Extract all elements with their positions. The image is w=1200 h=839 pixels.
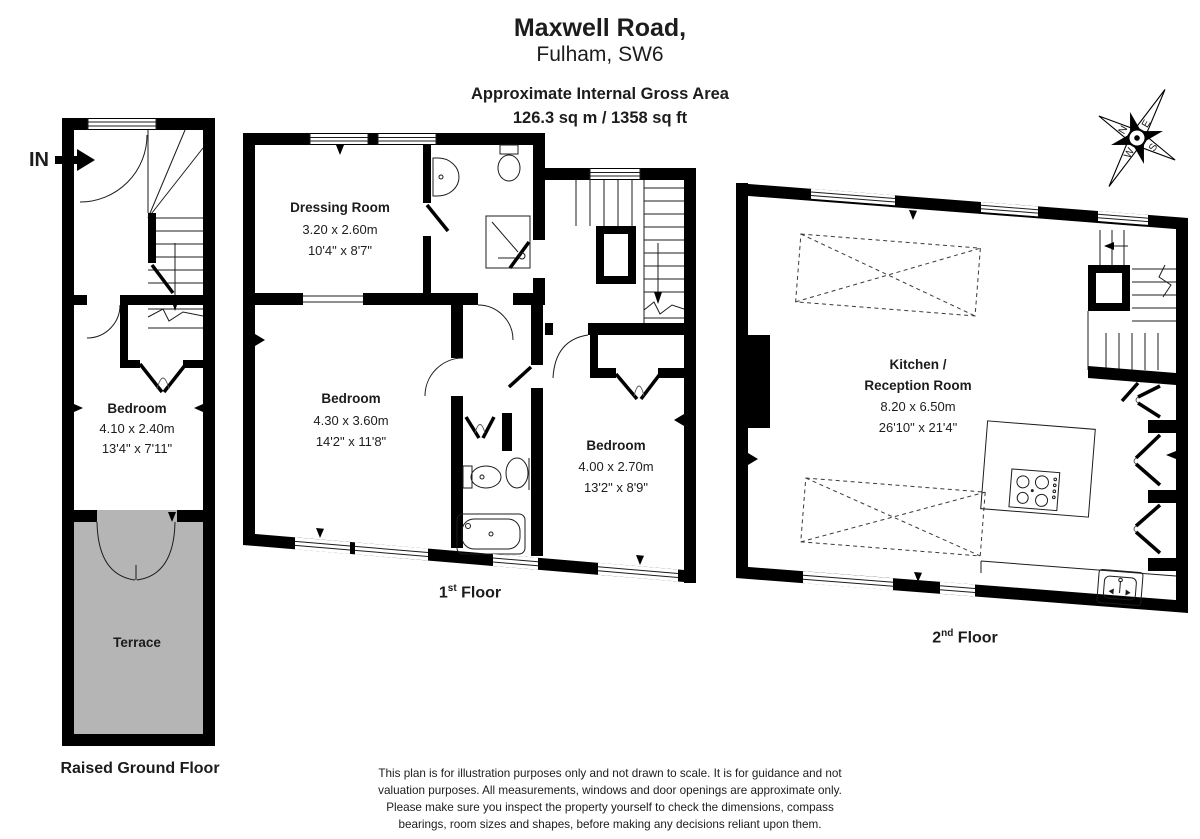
room-name: Bedroom — [321, 391, 380, 406]
bathtub-icon — [456, 513, 526, 555]
entrance-label: IN — [29, 149, 49, 171]
disclaimer-line: This plan is for illustration purposes o… — [378, 767, 842, 780]
entrance-arrow-icon — [55, 149, 95, 171]
raised-ground-floor-plan: Bedroom 4.10 x 2.40m 13'4" x 7'11" Terra… — [29, 118, 215, 746]
terrace-door — [96, 521, 136, 581]
disclaimer-line: bearings, room sizes and shapes, before … — [398, 818, 822, 831]
property-title: Maxwell Road, — [513, 14, 687, 42]
dashed-void-bottom — [800, 477, 986, 557]
room-name-line1: Kitchen / — [889, 357, 946, 372]
room-name: Dressing Room — [290, 200, 390, 215]
room-dim-imperial: 14'2" x 11'8" — [316, 434, 387, 449]
toilet-icon — [499, 144, 519, 155]
bedroom-door — [86, 304, 121, 339]
property-subtitle: Fulham, SW6 — [536, 43, 664, 66]
floor-label-raised-ground: Raised Ground Floor — [60, 760, 220, 777]
floor-number: 2 — [932, 629, 942, 647]
area-heading: Approximate Internal Gross Area — [471, 85, 729, 103]
room-dim-imperial: 13'4" x 7'11" — [102, 441, 173, 456]
floor-ordinal: st — [447, 583, 457, 594]
disclaimer-line: valuation purposes. All measurements, wi… — [378, 784, 842, 797]
room-name: Terrace — [113, 635, 161, 650]
floor-label-second: 2nd Floor — [845, 628, 1085, 647]
room-name: Bedroom — [586, 438, 645, 453]
kitchen-sink-icon — [1096, 569, 1144, 606]
terrace-area — [74, 512, 203, 734]
entry-door — [79, 134, 148, 203]
sink-icon — [505, 457, 529, 489]
room-dim-metric: 4.30 x 3.60m — [313, 413, 388, 428]
room-dim-imperial: 13'2" x 8'9" — [584, 480, 648, 495]
room-name-line2: Reception Room — [864, 378, 971, 393]
hob-icon — [1008, 468, 1061, 512]
room-dim-metric: 3.20 x 2.60m — [302, 222, 377, 237]
compass-rose-icon: N E S W — [1098, 89, 1176, 187]
floor-number: 1 — [438, 584, 448, 602]
floor-word: Floor — [953, 629, 998, 647]
room-dim-metric: 8.20 x 6.50m — [880, 399, 955, 414]
kitchen-island — [980, 420, 1096, 518]
toilet-icon — [462, 465, 473, 489]
floor-word: Floor — [456, 584, 502, 602]
sink-icon — [432, 157, 460, 197]
floor-ordinal: nd — [941, 628, 954, 639]
shower-icon — [485, 215, 531, 269]
room-dim-imperial: 10'4" x 8'7" — [308, 243, 372, 258]
room-dim-metric: 4.10 x 2.40m — [99, 421, 174, 436]
disclaimer: This plan is for illustration purposes o… — [290, 765, 930, 833]
second-floor-plan: Kitchen / Reception Room 8.20 x 6.50m 26… — [736, 183, 1188, 613]
room-dim-metric: 4.00 x 2.70m — [578, 459, 653, 474]
floor-label-first: 1st Floor — [350, 583, 590, 602]
room-name: Bedroom — [107, 401, 166, 416]
room-dim-imperial: 26'10" x 21'4" — [879, 420, 958, 435]
disclaimer-line: Please make sure you inspect the propert… — [386, 801, 834, 814]
header: Maxwell Road, Fulham, SW6 Approximate In… — [0, 14, 1200, 130]
area-value: 126.3 sq m / 1358 sq ft — [512, 109, 688, 127]
first-floor-plan: Dressing Room 3.20 x 2.60m 10'4" x 8'7" … — [243, 133, 696, 583]
dashed-void-top — [795, 233, 981, 317]
